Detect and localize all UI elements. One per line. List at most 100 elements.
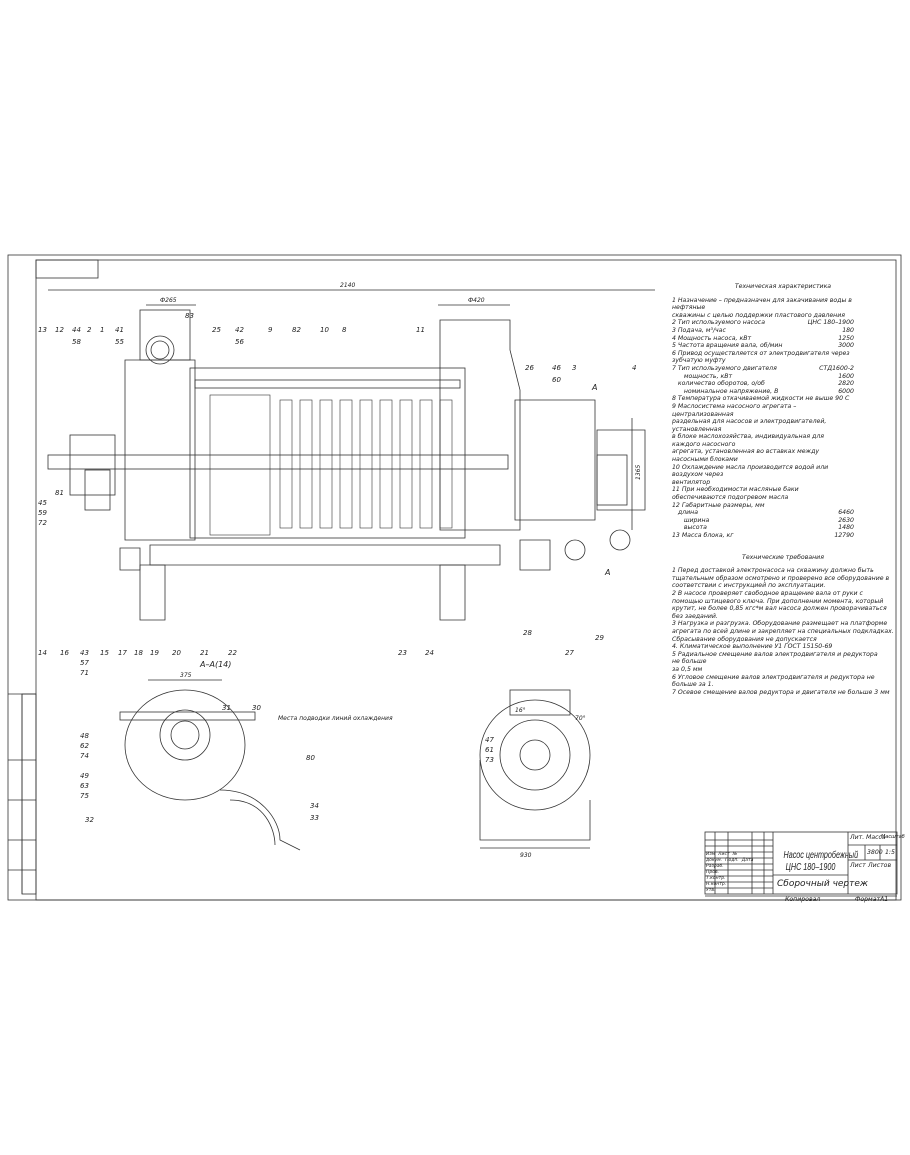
callout-number: 43 (80, 649, 89, 657)
item-label: 5 Частота вращения вала, об/мин (672, 342, 783, 350)
callout-number: 3 (572, 364, 576, 372)
item-value: 1600 (838, 372, 854, 380)
drawing-name: Насос центробежный (783, 850, 859, 861)
item-label: агрегата, установленная во вставках межд… (672, 448, 822, 464)
item-label: 11 При необходимости масляные баки обесп… (672, 486, 801, 502)
format-value: А1 (880, 896, 889, 903)
callout-number: 80 (306, 754, 315, 762)
tech-req-line: не больше (672, 658, 707, 666)
item-label: раздельная для насосов и электродвигател… (672, 418, 829, 433)
item-label: скважины с целью поддержки пластового да… (672, 311, 845, 319)
tech-char-list: 1 Назначение – предназначен для закачива… (672, 297, 894, 540)
callout-number: 74 (80, 752, 89, 760)
tech-req-line: 5 Радиальное смещение валов электродвига… (672, 650, 878, 658)
tech-req-line: 1 Перед доставкой электронасоса на скваж… (672, 567, 874, 575)
tech-char-item: 11 При необходимости масляные баки обесп… (672, 486, 894, 501)
tech-req-line: 4. Климатическое выполнение У1 ГОСТ 1515… (672, 643, 833, 651)
item-value: 3000 (838, 342, 854, 350)
callout-number: А–А(14) (199, 660, 231, 669)
dim-overall: 2140 (340, 282, 355, 289)
item-value: 2820 (838, 380, 854, 388)
callout-number: Места подводки линий охлаждения (278, 715, 393, 722)
tech-req-line: больше за 1. (672, 681, 714, 689)
side-stamp (21, 693, 37, 895)
callout-number: 49 (80, 772, 89, 780)
cut-mark-top: А (591, 383, 597, 392)
tech-req-line: тщательным образом осмотрено и проверено… (672, 574, 890, 582)
callout-number: 23 (398, 649, 407, 657)
title-block-grid (704, 831, 898, 897)
cut-mark-bottom: А (604, 568, 610, 577)
tech-req-list: 1 Перед доставкой электронасоса на скваж… (672, 567, 894, 696)
tech-char-item: скважины с целью поддержки пластового да… (672, 312, 894, 320)
item-value: ЦНС 180–1900 (807, 319, 854, 327)
tech-char-item: раздельная для насосов и электродвигател… (672, 418, 894, 433)
item-label: 3 Подача, м³/час (672, 326, 726, 334)
tech-char-item: 1 Назначение – предназначен для закачива… (672, 297, 894, 312)
tech-char-item: в блоке маслохозяйства, индивидуальная д… (672, 433, 894, 448)
callout-number: 63 (80, 782, 89, 790)
text-column: Техническая характеристика 1 Назначение … (672, 283, 894, 696)
callout-number: 48 (80, 732, 89, 740)
section-view: А–А(14) 375 Места подводки линий охлажде… (80, 660, 393, 851)
tech-char-item: 8 Температура откачиваемой жидкости не в… (672, 395, 894, 403)
callout-number: 10 (320, 326, 329, 334)
tech-char-item: 10 Охлаждение масла производится водой и… (672, 464, 894, 479)
item-label: 8 Температура откачиваемой жидкости не в… (672, 395, 850, 403)
item-label: длина (672, 509, 698, 517)
callout-number: 44 (72, 326, 81, 334)
callout-number: 20 (172, 649, 181, 657)
tech-char-title: Техническая характеристика (734, 283, 832, 290)
main-view: Ф265 Ф420 1365 А А (47, 297, 646, 621)
title-block-cell: Разраб. (706, 864, 724, 869)
item-value: 1480 (838, 524, 854, 532)
item-label: количество оборотов, о/об (672, 380, 765, 388)
callout-number: 73 (485, 756, 494, 764)
title-block-cell: Т.контр. (706, 876, 726, 881)
title-block-name: Насос центробежный ЦНС 180–1900 (773, 850, 859, 874)
item-label: 10 Охлаждение масла производится водой и… (672, 463, 831, 479)
callout-number: 61 (485, 746, 494, 754)
callout-number: 19 (150, 649, 159, 657)
callout-number: 55 (115, 338, 124, 346)
mass-value: 3800 (867, 849, 883, 856)
callout-number: 59 (38, 509, 47, 517)
item-label: 7 Тип используемого двигателя (672, 364, 777, 372)
scale-value: 1:5 (885, 849, 895, 856)
format-label: Формат (855, 896, 881, 903)
callout-number: 31 (222, 704, 231, 712)
callout-number: 71 (80, 669, 89, 677)
callout-number: 1 (100, 326, 104, 334)
callout-number: 8 (342, 326, 347, 334)
shaft (47, 454, 509, 470)
tech-char-item: 6 Привод осуществляется от электродвигат… (672, 350, 894, 365)
callout-number: 4 (632, 364, 636, 372)
dim-dia-left: Ф265 (160, 297, 177, 304)
callout-number: 57 (80, 659, 89, 667)
title-block-cell: Н.контр. (706, 882, 727, 887)
tech-req-line: 2 В насосе проверяет свободное вращение … (672, 589, 863, 597)
callout-number: 16 (60, 649, 69, 657)
item-label: мощность, кВт (672, 372, 733, 380)
callout-number: 17 (118, 649, 127, 657)
callout-number: 25 (212, 326, 221, 334)
callout-number: 24 (425, 649, 434, 657)
callout-number: 9 (268, 326, 273, 334)
item-value: 1250 (838, 334, 854, 342)
item-value: 12790 (834, 532, 854, 539)
callouts-top: 13 12 44 2 1 41 83 25 42 9 82 10 8 11 26… (38, 312, 636, 527)
callout-number: 30 (252, 704, 261, 712)
tech-req-line: без заеданий. (672, 612, 718, 620)
title-block-cell: № докум. (706, 852, 738, 863)
title-block-cell: Изм (706, 852, 716, 857)
tech-req-title: Технические требования (742, 553, 824, 561)
tech-char-item: мощность, кВт 1600 (672, 373, 894, 381)
